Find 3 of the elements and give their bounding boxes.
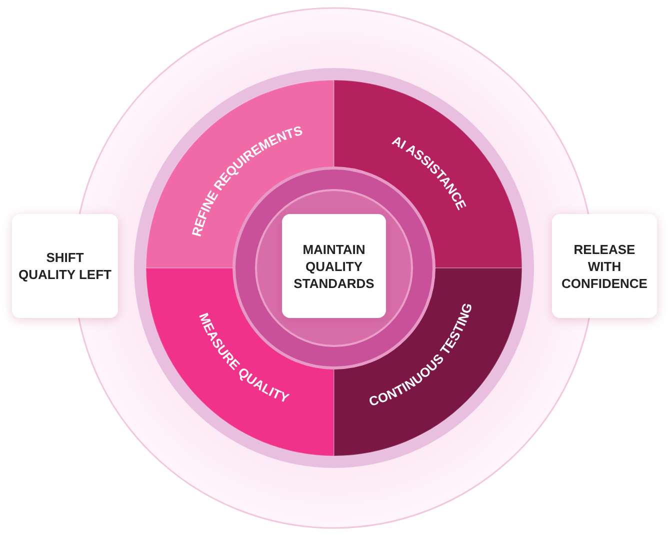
label-box: SHIFT QUALITY LEFT [12, 214, 118, 318]
label-box: RELEASE WITH CONFIDENCE [552, 214, 657, 318]
label-box: MAINTAIN QUALITY STANDARDS [282, 214, 386, 318]
